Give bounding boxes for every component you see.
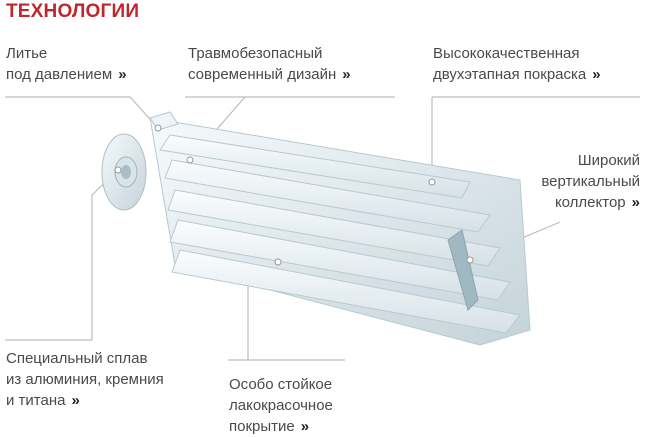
callout-alloy-line2: из алюминия, кремния xyxy=(6,371,164,388)
callout-collector-line1: Широкий xyxy=(577,152,640,169)
callout-casting-line2: под давлением xyxy=(6,66,113,83)
callout-design[interactable]: Травмобезопасный современный дизайн » xyxy=(188,43,351,85)
callout-paint-line1: Высококачественная xyxy=(433,45,580,62)
callout-alloy[interactable]: Специальный сплав из алюминия, кремния и… xyxy=(6,348,164,411)
callout-design-line2: современный дизайн xyxy=(188,66,337,83)
callout-casting-line1: Литье xyxy=(6,45,48,62)
radiator-body xyxy=(101,111,531,346)
callout-collector[interactable]: Широкий вертикальный коллектор » xyxy=(541,150,640,213)
casting-more-arrow[interactable]: » xyxy=(118,66,127,83)
callout-casting[interactable]: Литье под давлением » xyxy=(6,43,127,85)
coating-more-arrow[interactable]: » xyxy=(300,418,310,435)
callout-collector-line3: коллектор xyxy=(554,194,626,211)
callout-design-line1: Травмобезопасный xyxy=(188,45,323,62)
callout-coating-line2: лакокрасочное xyxy=(229,397,333,414)
callout-collector-line2: вертикальный xyxy=(541,173,640,190)
callout-alloy-line3: и титана xyxy=(6,392,66,409)
callout-coating[interactable]: Особо стойкое лакокрасочное покрытие » xyxy=(229,374,333,437)
callout-coating-line1: Особо стойкое xyxy=(229,376,333,393)
callout-paint[interactable]: Высококачественная двухэтапная покраска » xyxy=(433,43,601,85)
page-title: ТЕХНОЛОГИИ xyxy=(6,1,140,22)
callout-alloy-line1: Специальный сплав xyxy=(6,350,148,367)
design-more-arrow[interactable]: » xyxy=(342,66,351,83)
collector-more-arrow[interactable]: » xyxy=(631,194,640,211)
alloy-more-arrow[interactable]: » xyxy=(71,392,80,409)
callout-coating-line3: покрытие xyxy=(229,418,295,435)
callout-paint-line2: двухэтапная покраска xyxy=(433,66,587,83)
paint-more-arrow[interactable]: » xyxy=(592,66,601,83)
